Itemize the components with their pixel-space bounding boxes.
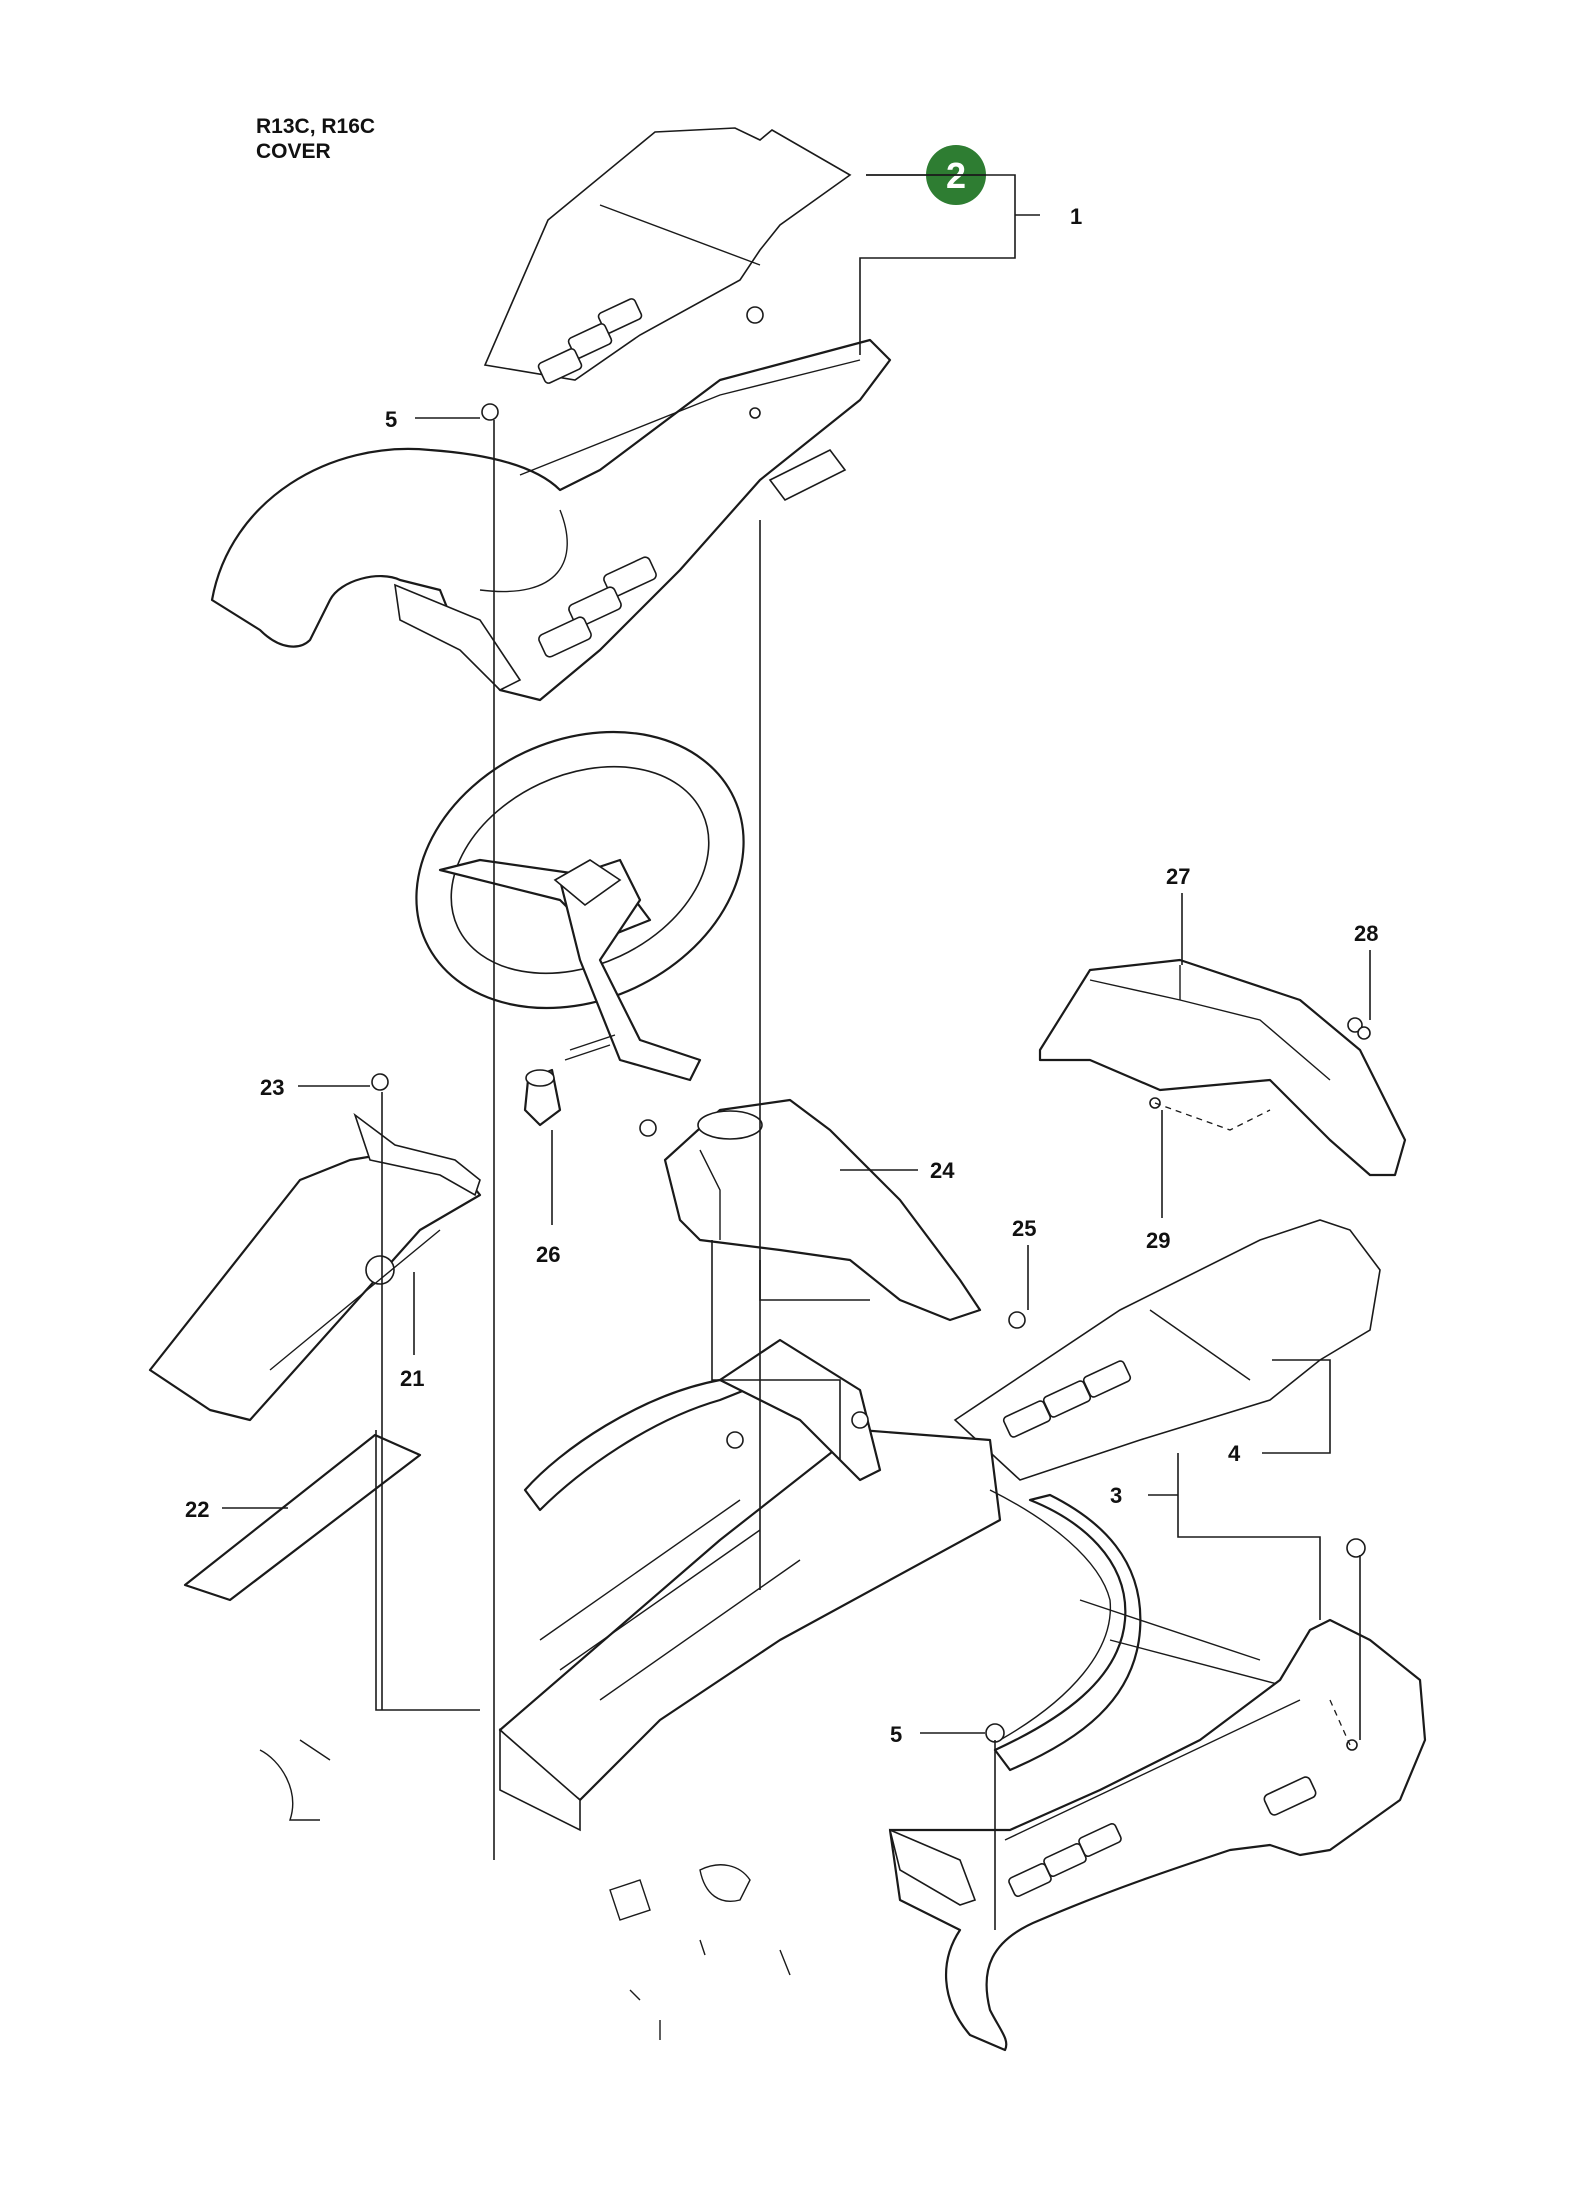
callout-24: 24 (930, 1158, 955, 1183)
callout-3: 3 (1110, 1483, 1122, 1508)
callout-22: 22 (185, 1497, 209, 1522)
assembly-lines (375, 420, 1361, 1930)
part-rear-fender (210, 338, 892, 702)
callout-leaders (222, 174, 1371, 1734)
callout-23: 23 (260, 1075, 284, 1100)
part-front-mat-4 (953, 1219, 1381, 1481)
callout-5-top: 5 (385, 407, 397, 432)
callout-29: 29 (1146, 1228, 1170, 1253)
part-knob-26 (523, 1034, 616, 1127)
part-steering-wheel (415, 730, 745, 1082)
callout-4: 4 (1228, 1441, 1241, 1466)
part-rear-panel-27 (1038, 958, 1407, 1177)
model-label: R13C, R16C (256, 115, 376, 138)
part-front-fender-3 (888, 1618, 1427, 2052)
part-console-24 (639, 1098, 982, 1322)
callout-1: 1 (1070, 204, 1082, 229)
fasteners (371, 1026, 1371, 1743)
part-left-panel-21 (148, 1112, 482, 1422)
callout-26: 26 (536, 1242, 560, 1267)
part-top-mat (483, 127, 852, 384)
part-frame (259, 1338, 1301, 2040)
callout-21: 21 (400, 1366, 424, 1391)
callout-5-bottom: 5 (890, 1722, 902, 1747)
callout-28: 28 (1354, 921, 1378, 946)
callout-27: 27 (1166, 864, 1190, 889)
screw-5-top (481, 306, 764, 421)
section-label: COVER (256, 140, 331, 163)
part-strip-22 (183, 1433, 422, 1602)
callout-labels: 1 5 27 28 23 24 25 26 29 21 4 22 3 5 (185, 204, 1378, 1747)
diagram-title: R13C, R16C COVER (256, 114, 375, 164)
callout-25: 25 (1012, 1216, 1036, 1241)
